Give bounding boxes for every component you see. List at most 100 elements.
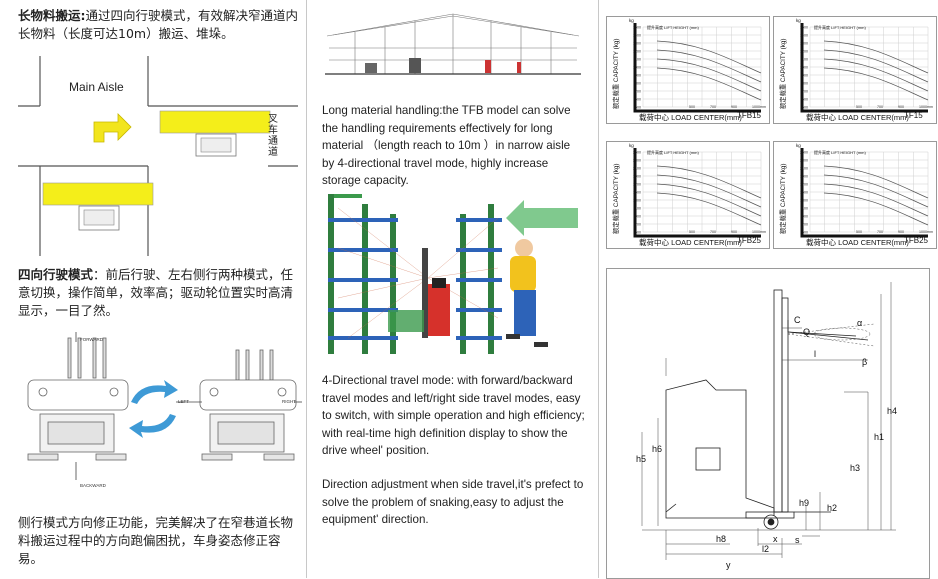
x-tick-label: 700 [710,105,716,109]
four-way-diagram [27,332,302,480]
y-tick-label: 1000 [633,66,641,70]
switch-arrows-icon [129,380,178,438]
rack-truck-illustration [328,194,578,354]
y-tick-label: 900 [802,74,808,78]
y-tick-label: 1700 [800,183,808,187]
capacity-chart-plot: 2500230021001900170015001300110090070050… [633,148,766,238]
dim-h1: h1 [874,432,884,442]
y-tick-label: 2100 [800,167,808,171]
y-tick-label: 800 [635,82,641,86]
capacity-curve [823,165,929,199]
y-tick-label: 1300 [633,199,641,203]
y-tick-label: 1400 [800,34,808,38]
y-tick-label: 500 [635,231,641,235]
chart-xlabel: 载荷中心 LOAD CENTER(mm) [806,238,909,247]
y-tick-label: 900 [802,215,808,219]
x-tick-label: 500 [856,105,862,109]
y-tick-label: 2300 [633,159,641,163]
chart-axes [800,148,928,238]
chart-xlabel: 载荷中心 LOAD CENTER(mm) [806,113,909,122]
dim-h5: h5 [636,454,646,464]
y-tick-label: 900 [635,74,641,78]
backward-label: BACKWARD [80,483,106,488]
y-tick-label: 2500 [633,151,641,155]
dimension-drawing: C Q α β l h4 h1 h3 h6 h5 h9 h2 h8 x l2 y… [636,282,897,570]
x-tick-label: 1000mm [752,105,766,109]
capacity-curve [656,67,762,101]
capacity-curve [656,192,762,226]
capacity-curve [823,49,929,83]
y-tick-label: 1100 [800,58,808,62]
y-tick-label: 1100 [800,207,808,211]
chart-legend-title: 提升高度 LIFT HEIGHT (mm) [647,25,699,30]
chart-ylabel: 额定载重 CAPACITY (kg) [780,38,787,109]
y-tick-label: 1300 [800,199,808,203]
y-tick-label: 1900 [800,175,808,179]
x-tick-label: 900 [898,105,904,109]
x-tick-label: 700 [877,230,883,234]
chart-model-name: TFB25 [737,236,762,245]
long-material-heading: 长物料搬运: [18,8,86,23]
left-label: LEFT [178,399,190,404]
dim-q: Q [803,327,810,337]
y-tick-label: 700 [802,223,808,227]
middle-para-1: Long material handling:the TFB model can… [322,104,571,187]
dim-s: s [795,535,800,545]
dim-l2: l2 [762,544,769,554]
chart-model-name: TF15 [904,111,923,120]
left-rack [328,194,398,354]
y-tick-label: 1300 [633,42,641,46]
y-tick-label: 700 [802,90,808,94]
aisle-diagram [18,56,298,256]
capacity-curve [656,174,762,208]
long-material-text: 长物料搬运:通过四向行驶模式，有效解决窄通道内长物料（长度可达10m）搬运、堆垛… [18,7,300,43]
x-tick-label: 900 [898,230,904,234]
dim-y: y [726,560,731,570]
truck-top-view-left [27,332,129,480]
capacity-curve [656,40,762,74]
truck-top-view-right [176,349,302,461]
warehouse-canopy-illustration [325,13,581,75]
x-tick-label: 900 [731,105,737,109]
chart-xlabel: 载荷中心 LOAD CENTER(mm) [639,238,742,247]
y-tick-label: 1400 [633,34,641,38]
correction-text: 侧行模式方向修正功能，完美解决了在窄巷道长物料搬运过程中的方向跑偏困扰，车身姿态… [18,515,294,566]
x-tick-label: 1000mm [919,230,933,234]
dim-alpha: α [857,318,862,328]
capacity-curve [656,183,762,217]
main-aisle-label: Main Aisle [69,80,124,94]
middle-para-3: Direction adjustment when side travel,it… [322,478,584,526]
y-tick-label: 1500 [800,26,808,30]
forklift-truck [388,248,450,338]
chart-axes [633,148,761,238]
capacity-curve [823,183,929,217]
four-way-text: 四向行驶模式：前后行驶、左右侧行两种模式，任意切换，操作简单，效率高；驱动轮位置… [18,266,302,320]
capacity-curve [823,58,929,92]
chart-ylabel: 额定载重 CAPACITY (kg) [613,163,620,234]
chart-legend-title: 提升高度 LIFT HEIGHT (mm) [814,25,866,30]
chart-unit: kg [629,18,634,23]
x-tick-label: 500 [856,230,862,234]
y-tick-label: 2300 [800,159,808,163]
y-tick-label: 1300 [800,42,808,46]
y-tick-label: 500 [635,106,641,110]
x-tick-label: 900 [731,230,737,234]
y-tick-label: 1200 [633,50,641,54]
chart-unit: kg [796,143,801,148]
x-tick-label: 700 [710,230,716,234]
dim-h8: h8 [716,534,726,544]
capacity-curve [656,49,762,83]
y-tick-label: 1500 [633,26,641,30]
long-material-body: 通过四向行驶模式，有效解决窄通道内长物料（长度可达10m）搬运、堆垛。 [18,8,299,41]
chart-ylabel: 额定载重 CAPACITY (kg) [780,163,787,234]
chart-axes [633,23,761,113]
capacity-curve [823,40,929,74]
y-tick-label: 1000 [800,66,808,70]
dim-h4: h4 [887,406,897,416]
chart-legend-title: 提升高度 LIFT HEIGHT (mm) [814,150,866,155]
capacity-curve [656,165,762,199]
y-tick-label: 2100 [633,167,641,171]
